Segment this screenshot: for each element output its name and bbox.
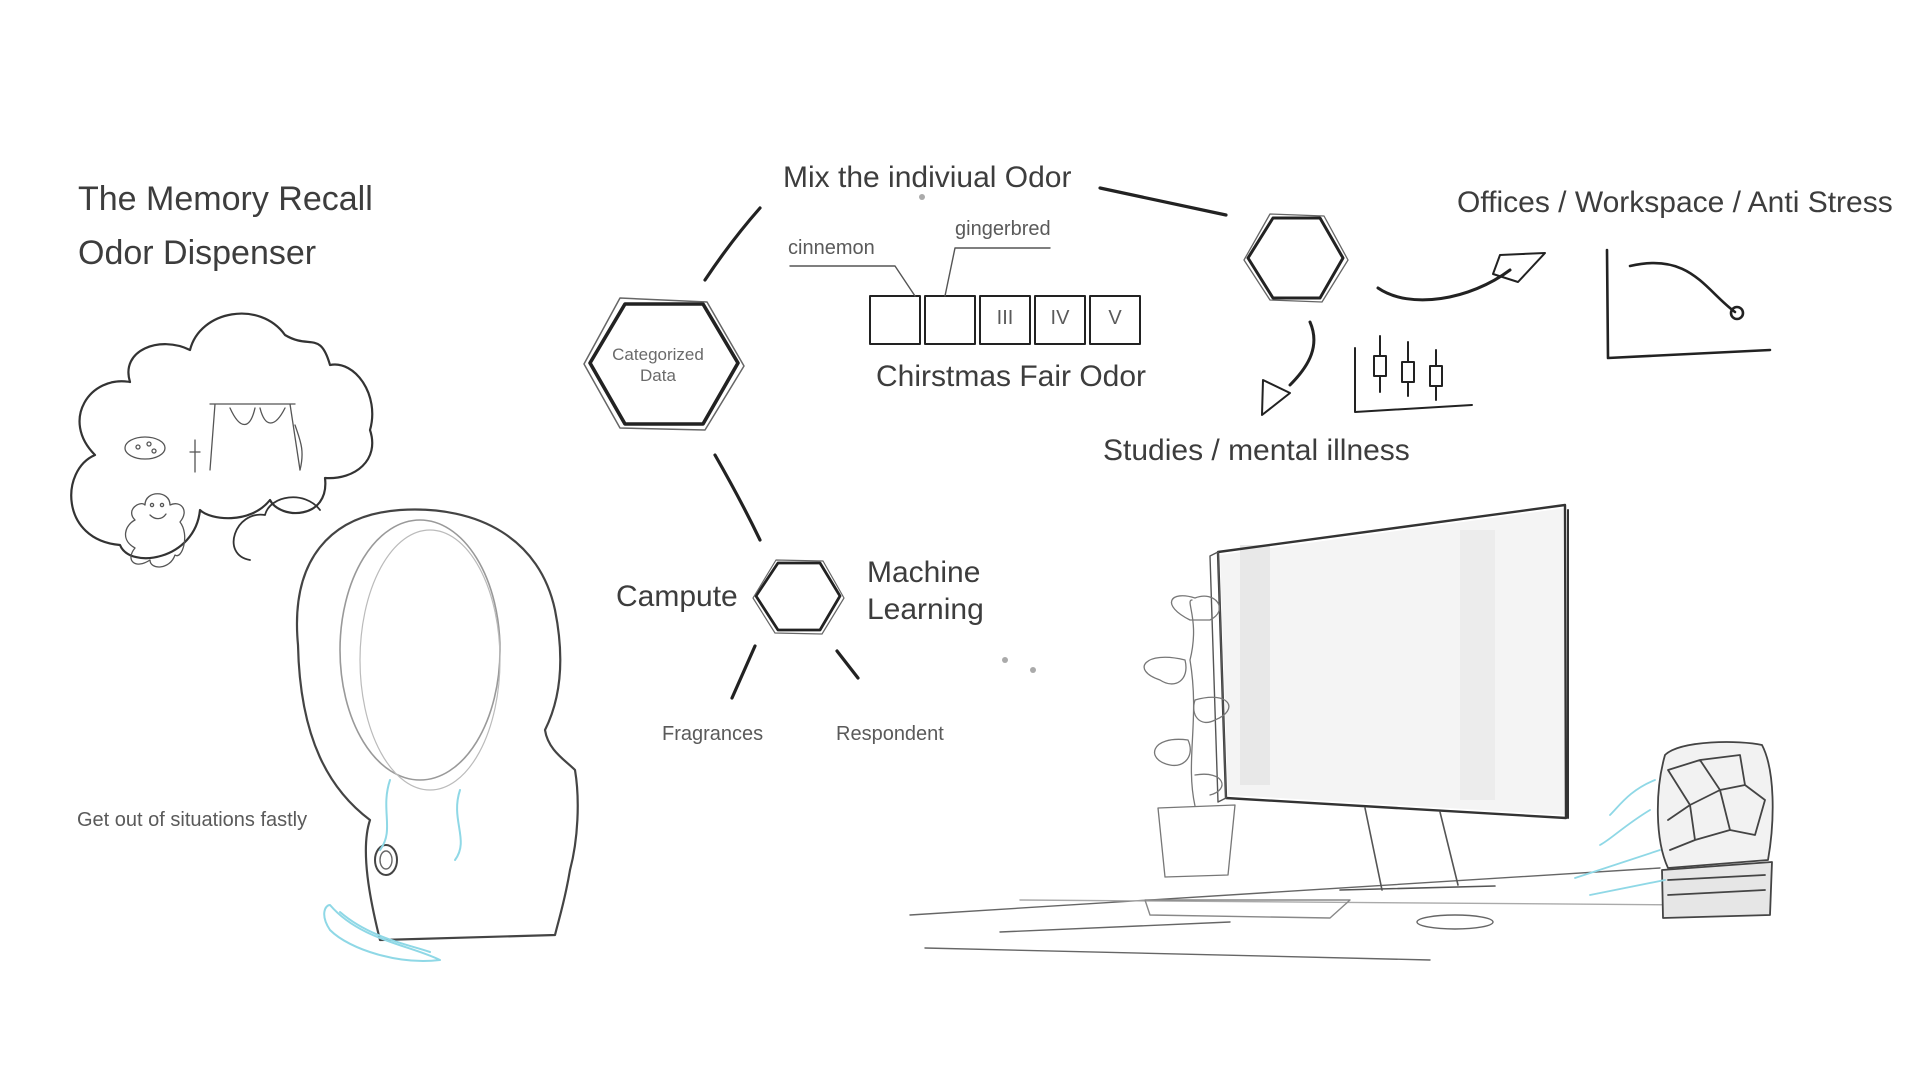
compute-label: Campute <box>616 580 738 613</box>
ingredient-leader-lines <box>789 247 1051 297</box>
hexagon-categorized-data <box>583 297 745 431</box>
odor-flow-lines <box>323 779 462 962</box>
categorized-data-label: Categorized Data <box>606 346 710 384</box>
monitor <box>1209 503 1569 891</box>
decor-dots <box>919 194 1036 673</box>
page-title-line1: The Memory Recall <box>78 180 373 218</box>
page-title-line2: Odor Dispenser <box>78 234 317 272</box>
dispenser-vapor-lines <box>1574 779 1666 896</box>
tagline: Get out of situations fastly <box>77 809 308 831</box>
candlestick-graph-icon <box>1354 335 1473 413</box>
ingredient-cinnemon: cinnemon <box>788 237 875 259</box>
machine-learning-line2: Learning <box>867 593 984 626</box>
connector-lines <box>703 186 1228 700</box>
studies-label: Studies / mental illness <box>1103 434 1410 467</box>
odor-slot-4: IV <box>1050 307 1070 329</box>
odor-set-label: Chirstmas Fair Odor <box>876 360 1147 393</box>
odor-slot-boxes <box>869 295 1141 345</box>
mix-odor-label: Mix the indiviual Odor <box>783 161 1072 194</box>
arrow-offices <box>1376 252 1546 302</box>
offices-label: Offices / Workspace / Anti Stress <box>1457 186 1893 219</box>
ml-input-fragrances: Fragrances <box>662 723 764 745</box>
machine-learning-line1: Machine <box>867 556 981 589</box>
ingredient-gingerbred: gingerbred <box>955 218 1051 240</box>
categorized-data-line2: Data <box>640 366 676 385</box>
plant-icon <box>1143 595 1236 878</box>
odor-slot-5: V <box>1108 307 1122 329</box>
head-profile <box>295 508 579 942</box>
memory-scene-icon <box>124 403 303 568</box>
arrow-studies <box>1261 320 1316 416</box>
odor-dispenser-device <box>1656 741 1774 919</box>
decline-graph-icon <box>1605 248 1772 360</box>
hexagon-mix <box>1243 213 1349 303</box>
thought-cloud <box>70 312 374 561</box>
categorized-data-line1: Categorized <box>612 345 704 364</box>
desk-scene <box>909 867 1701 961</box>
ml-input-respondent: Respondent <box>836 723 944 745</box>
odor-slot-3: III <box>996 307 1014 329</box>
hexagon-compute <box>752 559 845 635</box>
